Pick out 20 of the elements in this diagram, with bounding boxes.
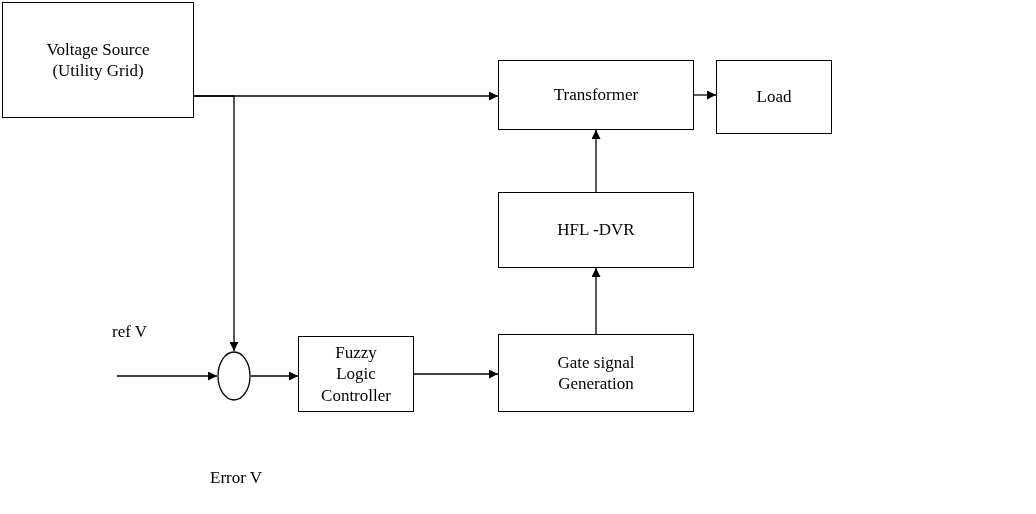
block-label: Gate signal Generation xyxy=(556,351,636,395)
arrow xyxy=(250,371,299,381)
arrow xyxy=(116,371,218,381)
block-label: Fuzzy Logic Controller xyxy=(321,342,391,406)
arrow xyxy=(591,267,601,335)
block-label: HFL -DVR xyxy=(557,219,635,241)
arrow xyxy=(193,95,239,352)
block-box xyxy=(2,2,194,118)
block-box xyxy=(498,334,694,412)
arrow xyxy=(693,90,717,100)
block-label: Voltage Source (Utility Grid) xyxy=(45,38,151,82)
signal-label: Error V xyxy=(210,468,263,488)
arrow xyxy=(591,129,601,193)
block-box xyxy=(498,60,694,130)
block-box xyxy=(298,336,414,412)
block-box xyxy=(716,60,832,134)
block-label: Transformer xyxy=(553,84,639,106)
arrow xyxy=(413,369,499,379)
block-box xyxy=(498,192,694,268)
block-label: Load xyxy=(756,86,792,108)
